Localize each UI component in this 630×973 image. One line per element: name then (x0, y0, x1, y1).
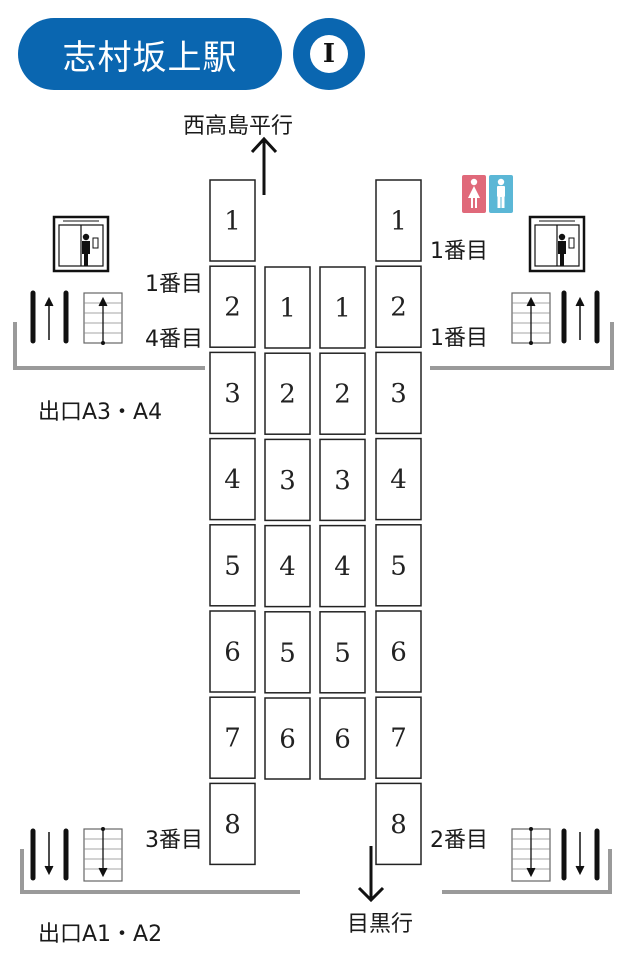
info-icon: I (310, 35, 348, 73)
direction-south-label: 目黒行 (347, 912, 414, 937)
label-left-top-a: 1番目 (145, 272, 203, 297)
train-car-outer-right-8 (375, 782, 422, 866)
train-car-inner-right-6 (319, 697, 366, 780)
escalator-down-icon-left (30, 828, 69, 881)
train-car-number: 1 (224, 207, 241, 237)
train-car-number: 1 (334, 294, 351, 324)
train-car-inner-right-2 (319, 352, 366, 435)
train-car-outer-left-3 (209, 351, 256, 435)
stairs-down-icon-right (511, 827, 551, 882)
stairs-down-icon-left (83, 827, 123, 882)
label-left-top-b: 4番目 (145, 327, 203, 352)
train-car-number: 7 (390, 724, 407, 754)
escalator-up-icon-left (30, 290, 69, 344)
train-car-outer-left-5 (209, 524, 256, 607)
train-car-number: 5 (390, 551, 407, 581)
train-car-outer-right-7 (375, 696, 422, 779)
train-car-outer-left-8 (209, 782, 256, 866)
train-car-number: 2 (390, 293, 407, 323)
train-car-outer-right-2 (375, 265, 422, 348)
train-car-outer-left-4 (209, 437, 256, 521)
train-car-inner-right-5 (319, 611, 366, 694)
train-car-number: 3 (334, 466, 351, 496)
train-car-inner-left-1 (264, 266, 311, 349)
train-car-number: 6 (279, 725, 296, 755)
train-car-number: 5 (334, 638, 351, 668)
label-right-top-a: 1番目 (430, 239, 488, 264)
escalator-down-icon-right (561, 828, 600, 881)
train-car-outer-right-4 (375, 437, 422, 521)
escalator-up-icon-right (561, 290, 600, 344)
north-arrow-icon (250, 136, 278, 195)
train-cars: 1 2 3 4 5 6 7 8 1 2 3 4 5 6 1 2 3 4 5 6 1 2 3 4 5 6 7 8 (209, 179, 422, 866)
train-car-number: 8 (224, 810, 241, 840)
restroom-icon (462, 175, 513, 213)
train-car-inner-left-3 (264, 438, 311, 522)
train-car-inner-right-1 (319, 266, 366, 349)
train-car-number: 6 (224, 638, 241, 668)
label-right-bottom: 2番目 (430, 828, 488, 853)
info-button[interactable]: I (293, 18, 365, 90)
direction-north-label: 西高島平行 (183, 114, 294, 139)
train-car-number: 8 (390, 810, 407, 840)
train-car-number: 4 (279, 552, 296, 582)
train-car-outer-left-6 (209, 610, 256, 693)
train-car-inner-left-5 (264, 611, 311, 694)
train-car-outer-left-2 (209, 265, 256, 348)
train-car-number: 2 (279, 380, 296, 410)
train-car-inner-right-3 (319, 438, 366, 522)
train-car-number: 6 (390, 638, 407, 668)
train-car-number: 3 (390, 379, 407, 409)
label-right-top-b: 1番目 (430, 326, 488, 351)
station-name-badge: 志村坂上駅 (18, 18, 282, 90)
train-car-inner-left-4 (264, 524, 311, 608)
train-car-inner-right-4 (319, 524, 366, 608)
train-car-number: 4 (390, 465, 407, 495)
train-car-number: 2 (334, 380, 351, 410)
train-car-number: 1 (279, 294, 296, 324)
train-car-outer-right-1 (375, 179, 422, 262)
train-car-outer-left-7 (209, 696, 256, 779)
train-car-number: 2 (224, 293, 241, 323)
train-car-number: 7 (224, 724, 241, 754)
elevator-icon-right (528, 215, 586, 273)
train-car-number: 5 (224, 551, 241, 581)
train-car-outer-right-6 (375, 610, 422, 693)
train-car-outer-left-1 (209, 179, 256, 262)
elevator-icon-left (52, 215, 110, 273)
train-car-inner-left-6 (264, 697, 311, 780)
train-car-outer-right-3 (375, 351, 422, 435)
train-car-number: 3 (279, 466, 296, 496)
station-name: 志村坂上駅 (62, 37, 238, 78)
south-arrow-icon (357, 846, 385, 903)
train-car-inner-left-2 (264, 352, 311, 435)
train-car-outer-right-5 (375, 524, 422, 607)
train-car-number: 1 (390, 207, 407, 237)
exit-a3-a4-label: 出口A3・A4 (38, 400, 163, 425)
exit-a1-a2-label: 出口A1・A2 (38, 922, 163, 947)
train-car-number: 4 (334, 552, 351, 582)
train-car-number: 6 (334, 725, 351, 755)
platform-walls (13, 322, 614, 894)
train-car-number: 5 (279, 638, 296, 668)
train-car-number: 4 (224, 465, 241, 495)
train-car-number: 3 (224, 379, 241, 409)
label-left-bottom: 3番目 (145, 828, 203, 853)
stairs-up-icon-left (83, 292, 123, 345)
stairs-up-icon-right (511, 292, 551, 345)
